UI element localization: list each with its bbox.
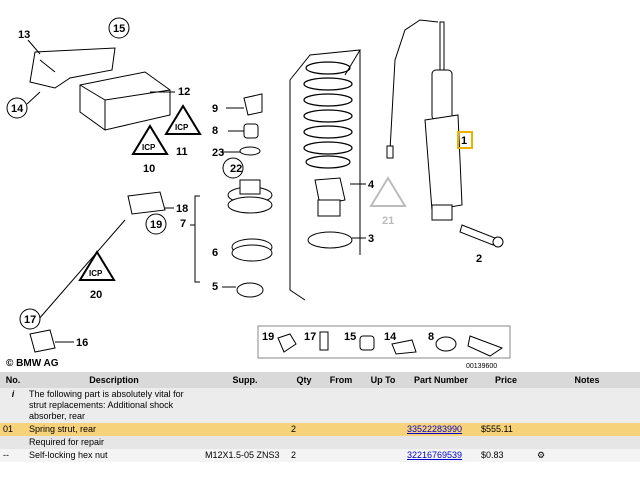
warning-triangle-23-icon: ICP	[164, 104, 202, 135]
callout-2[interactable]: 2	[476, 253, 482, 265]
legend-17[interactable]: 17	[304, 331, 316, 343]
warning-triangle-20-icon: ICP	[78, 250, 116, 281]
callout-10[interactable]: 8	[212, 125, 218, 137]
col-price: Price	[478, 372, 534, 388]
image-id: 00139600	[466, 363, 497, 370]
legend-14[interactable]: 14	[384, 331, 397, 343]
callout-8[interactable]: 22	[230, 163, 242, 175]
callout-1[interactable]: 1	[461, 135, 467, 147]
callout-18[interactable]: 18	[176, 203, 188, 215]
legend-19[interactable]: 19	[262, 331, 274, 343]
callout-14[interactable]: 14	[11, 103, 24, 115]
copyright: © BMW AG	[6, 358, 59, 369]
col-notes: Notes	[534, 372, 640, 388]
bracket-13	[29, 47, 116, 89]
legend-8[interactable]: 8	[428, 331, 434, 343]
cart-icon[interactable]: ⚙	[537, 450, 546, 460]
col-from: From	[320, 372, 362, 388]
table-row-selected[interactable]: 01 Spring strut, rear 2 33522283990 $555…	[0, 423, 640, 436]
callout-12[interactable]: 12	[178, 86, 190, 98]
warning-triangle-22-icon: ICP	[131, 124, 169, 155]
parts-table: No. Description Supp. Qty From Up To Par…	[0, 372, 640, 462]
parts-legend: 19 17 15 14 8	[257, 325, 511, 359]
callout-5[interactable]: 5	[212, 281, 218, 293]
part-number-link[interactable]: 32216769539	[407, 450, 463, 460]
top-mount	[227, 179, 273, 214]
callout-4[interactable]: 4	[368, 179, 375, 191]
svg-text:ICP: ICP	[142, 143, 156, 152]
part-number-link[interactable]: 33522283990	[407, 424, 463, 434]
col-no: No.	[0, 372, 26, 388]
svg-text:ICP: ICP	[89, 269, 103, 278]
shock-absorber-1	[424, 21, 463, 221]
parts-diagram: 13 15 14 12 ICP 10 ICP 11 9 8 23 22 7 6 …	[6, 17, 511, 370]
table-row: Required for repair	[0, 436, 640, 449]
table-header: No. Description Supp. Qty From Up To Par…	[0, 372, 640, 388]
table-row[interactable]: -- Self-locking hex nut M12X1.5-05 ZNS3 …	[0, 449, 640, 462]
callout-22[interactable]: 10	[143, 163, 155, 175]
callout-21[interactable]: 21	[382, 215, 394, 227]
callout-17[interactable]: 17	[24, 314, 36, 326]
callout-13[interactable]: 13	[18, 29, 30, 41]
callout-7[interactable]: 7	[180, 218, 186, 230]
callout-16[interactable]: 16	[76, 337, 88, 349]
callout-15-circle	[108, 17, 130, 39]
col-upto: Up To	[362, 372, 404, 388]
col-supp: Supp.	[202, 372, 288, 388]
callout-19[interactable]: 19	[150, 219, 162, 231]
callout-3[interactable]: 3	[368, 233, 374, 245]
svg-text:ICP: ICP	[175, 123, 189, 132]
callout-6[interactable]: 6	[212, 247, 218, 259]
col-part-number: Part Number	[404, 372, 478, 388]
selected-part-box	[457, 131, 473, 149]
col-qty: Qty	[288, 372, 320, 388]
coil-spring	[303, 61, 353, 169]
callout-9[interactable]: 23	[212, 147, 224, 159]
table-row: i The following part is absolutely vital…	[0, 388, 640, 423]
control-unit-12	[79, 71, 171, 131]
col-description: Description	[26, 372, 202, 388]
callout-23[interactable]: 11	[176, 146, 188, 158]
callout-20[interactable]: 20	[90, 289, 102, 301]
warning-triangle-21-icon	[369, 176, 407, 207]
callout-15[interactable]: 15	[113, 23, 125, 35]
callout-11[interactable]: 9	[212, 103, 218, 115]
legend-15[interactable]: 15	[344, 331, 356, 343]
